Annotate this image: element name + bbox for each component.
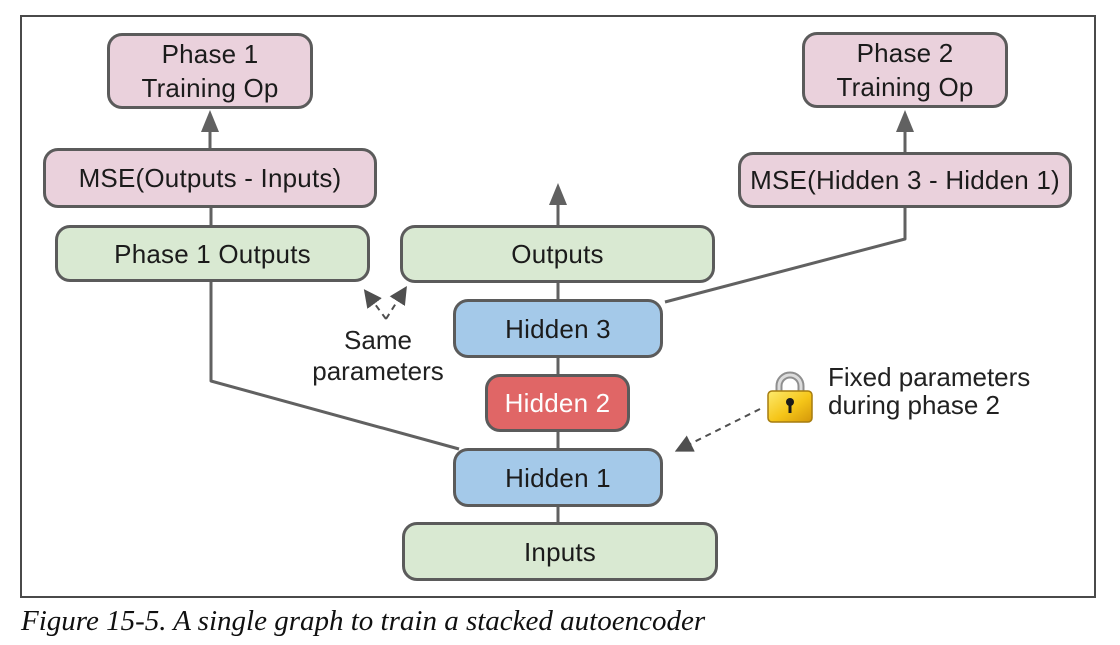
figure-caption: Figure 15-5. A single graph to train a s… <box>21 605 706 637</box>
outputs-box: Outputs <box>400 225 715 283</box>
fixed-parameters-line1: Fixed parameters <box>828 362 1031 392</box>
phase1-outputs-box: Phase 1 Outputs <box>55 225 370 282</box>
hidden1-box: Hidden 1 <box>453 448 663 507</box>
inputs-box: Inputs <box>402 522 718 581</box>
same-parameters-line2: parameters <box>312 356 444 386</box>
phase2-training-op-box: Phase 2 Training Op <box>802 32 1008 108</box>
hidden3-label: Hidden 3 <box>505 313 611 344</box>
hidden3-box: Hidden 3 <box>453 299 663 358</box>
phase1-training-op-box: Phase 1 Training Op <box>107 33 313 109</box>
phase1-outputs-label: Phase 1 Outputs <box>114 238 311 269</box>
fixed-parameters-line2: during phase 2 <box>828 390 1001 420</box>
phase1-training-op-label-line1: Phase 1 <box>161 39 259 69</box>
hidden2-label: Hidden 2 <box>504 388 611 418</box>
phase2-training-op-label-line1: Phase 2 <box>856 38 954 68</box>
mse-phase1-box: MSE(Outputs - Inputs) <box>43 148 377 208</box>
phase1-training-op-label-line2: Training Op <box>141 73 279 103</box>
phase2-training-op-label-line2: Training Op <box>836 72 974 102</box>
hidden1-label: Hidden 1 <box>505 462 611 493</box>
mse-phase1-label: MSE(Outputs - Inputs) <box>78 163 342 193</box>
fixed-parameters-label: Fixed parameters during phase 2 <box>828 363 1058 419</box>
same-parameters-label: Same parameters <box>298 325 458 387</box>
outputs-label: Outputs <box>511 239 604 269</box>
same-parameters-line1: Same <box>344 325 412 355</box>
mse-phase2-label: MSE(Hidden 3 - Hidden 1) <box>750 165 1060 195</box>
hidden2-box: Hidden 2 <box>485 374 630 432</box>
mse-phase2-box: MSE(Hidden 3 - Hidden 1) <box>738 152 1072 208</box>
inputs-label: Inputs <box>523 536 597 567</box>
